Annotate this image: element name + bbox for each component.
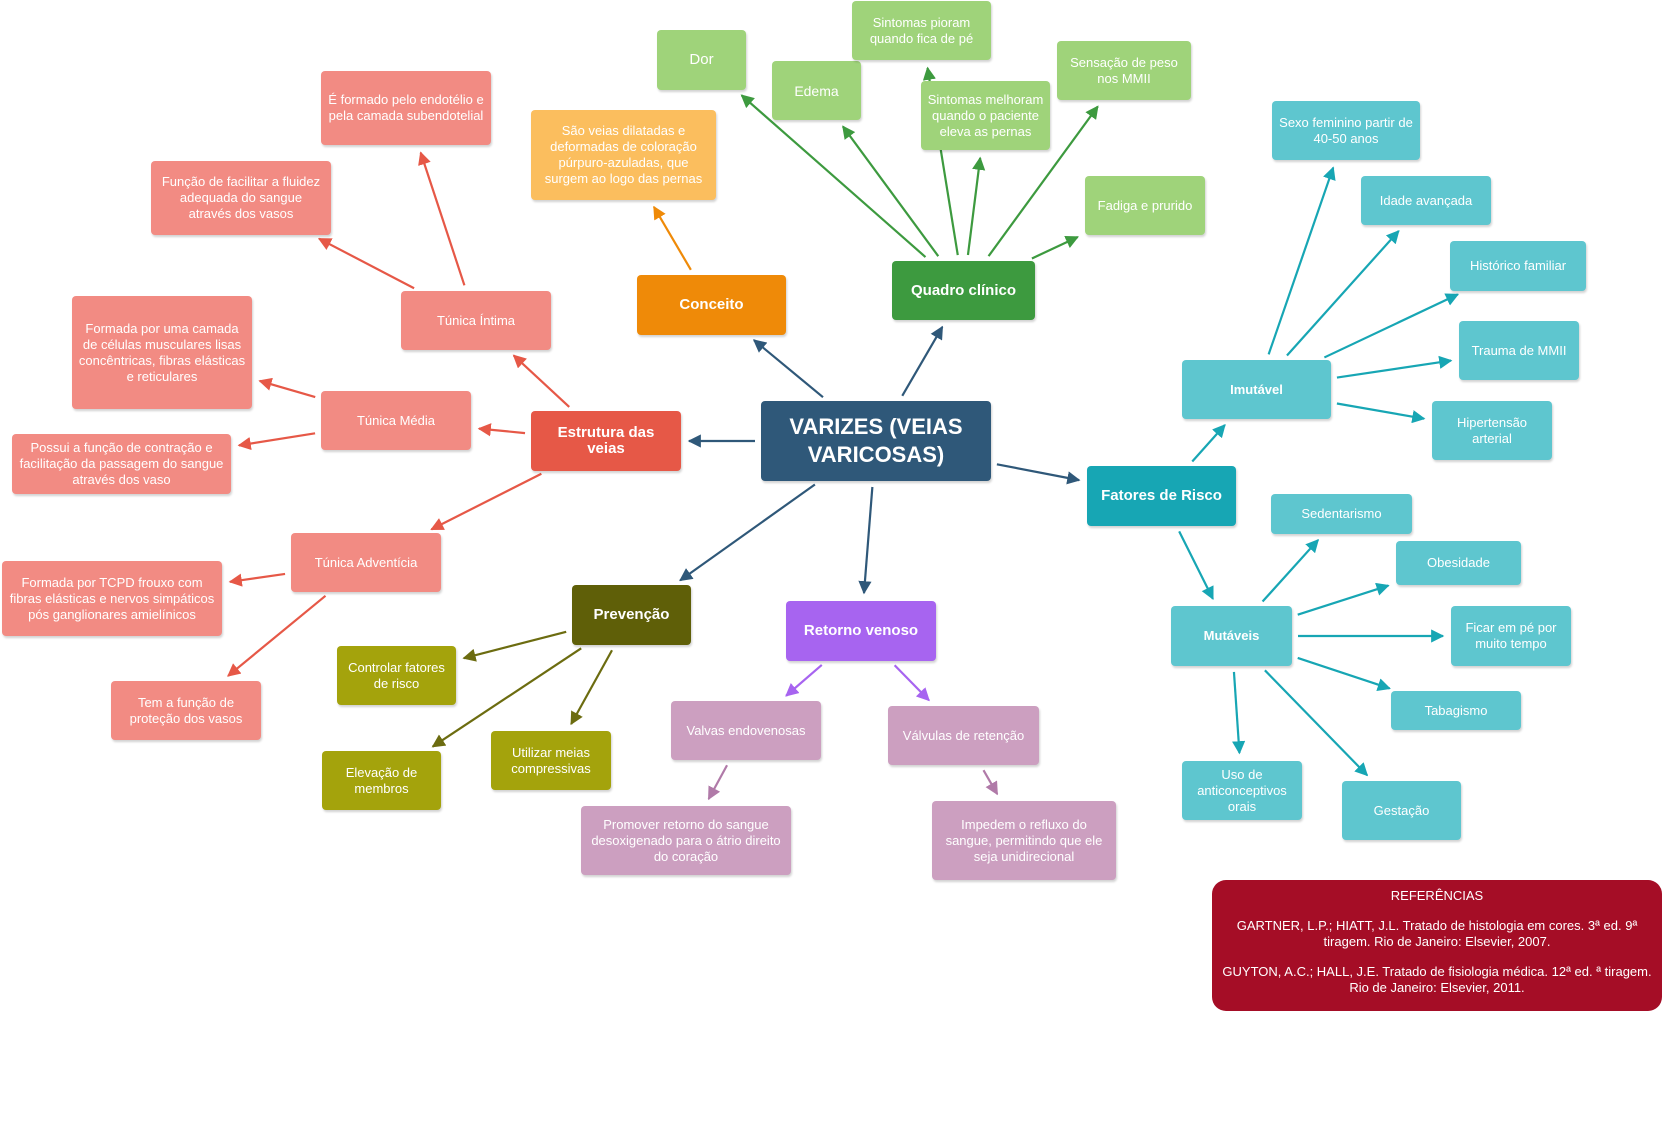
- arrow-mutaveis-item: [1261, 538, 1319, 603]
- arrow-center-prevencao: [679, 483, 816, 582]
- reference-item: GARTNER, L.P.; HIATT, J.L. Tratado de hi…: [1236, 918, 1638, 949]
- arrow-estrutura-adventicia: [430, 472, 542, 531]
- references-title: REFERÊNCIAS: [1390, 888, 1484, 903]
- arrow-imutavel-item: [1336, 355, 1453, 379]
- retorno-valvulas-de-retencao[interactable]: Válvulas de retenção: [888, 706, 1039, 765]
- arrow-retorno-valvas: [785, 664, 823, 697]
- arrow-quadro-item: [740, 94, 927, 258]
- arrow-imutavel-item: [1323, 293, 1460, 359]
- mutaveis-item-gestacao[interactable]: Gestação: [1342, 781, 1461, 840]
- quadro-item-dor[interactable]: Dor: [657, 30, 746, 90]
- arrow-retorno-valvulas: [893, 664, 930, 702]
- intima-description-2[interactable]: Função de facilitar a fluidez adequada d…: [151, 161, 331, 235]
- retorno-valvas-endovenosas[interactable]: Valvas endovenosas: [671, 701, 821, 760]
- imutavel-item-historico[interactable]: Histórico familiar: [1450, 241, 1586, 291]
- valvulas-description[interactable]: Impedem o refluxo do sangue, permitindo …: [932, 801, 1116, 880]
- arrow-intima-description: [317, 237, 415, 290]
- valvas-description[interactable]: Promover retorno do sangue desoxigenado …: [581, 806, 791, 875]
- media-description-2[interactable]: Possui a função de contração e facilitaç…: [12, 434, 231, 494]
- mutaveis-item-sedentarismo[interactable]: Sedentarismo: [1271, 494, 1412, 534]
- branch-prevencao[interactable]: Prevenção: [572, 585, 691, 645]
- reference-item: GUYTON, A.C.; HALL, J.E. Tratado de fisi…: [1222, 964, 1652, 995]
- imutavel-item-hipertensao[interactable]: Hipertensão arterial: [1432, 401, 1552, 460]
- arrow-mutaveis-item: [1297, 656, 1391, 692]
- quadro-item-pioram[interactable]: Sintomas pioram quando fica de pé: [852, 1, 991, 60]
- branch-retorno-venoso[interactable]: Retorno venoso: [786, 601, 936, 661]
- fatores-imutavel[interactable]: Imutável: [1182, 360, 1331, 419]
- arrow-valvas-description: [707, 764, 729, 801]
- arrow-media-description: [237, 432, 316, 451]
- branch-quadro-clinico[interactable]: Quadro clínico: [892, 261, 1035, 320]
- arrow-mutaveis-item: [1297, 582, 1390, 616]
- imutavel-item-idade[interactable]: Idade avançada: [1361, 176, 1491, 225]
- references-box: REFERÊNCIAS GARTNER, L.P.; HIATT, J.L. T…: [1212, 880, 1662, 1011]
- arrow-center-retorno: [858, 486, 874, 595]
- arrow-prevencao-item: [462, 630, 567, 662]
- adventicia-description-2[interactable]: Tem a função de proteção dos vasos: [111, 681, 261, 740]
- mutaveis-item-ficar-em-pe[interactable]: Ficar em pé por muito tempo: [1451, 606, 1571, 666]
- branch-fatores-de-risco[interactable]: Fatores de Risco: [1087, 466, 1236, 526]
- arrow-mutaveis-item: [1264, 669, 1369, 777]
- arrow-estrutura-intima: [512, 354, 570, 408]
- fatores-mutaveis[interactable]: Mutáveis: [1171, 606, 1292, 666]
- estrutura-tunica-media[interactable]: Túnica Média: [321, 391, 471, 450]
- central-topic[interactable]: VARIZES (VEIAS VARICOSAS): [761, 401, 991, 481]
- arrow-fatores-mutaveis: [1178, 530, 1214, 601]
- arrow-quadro-item: [987, 105, 1099, 257]
- arrow-imutavel-item: [1336, 402, 1426, 424]
- estrutura-tunica-adventicia[interactable]: Túnica Adventícia: [291, 533, 441, 592]
- arrow-imutavel-item: [1286, 229, 1400, 357]
- prevencao-item-elevacao[interactable]: Elevação de membros: [322, 751, 441, 810]
- arrow-prevencao-item: [570, 649, 613, 726]
- arrow-media-description: [258, 377, 316, 399]
- arrow-center-fatores: [996, 463, 1081, 485]
- arrow-fatores-imutavel: [1191, 423, 1226, 463]
- mutaveis-item-anticonceptivos[interactable]: Uso de anticonceptivos orais: [1182, 761, 1302, 820]
- arrow-intima-description: [418, 151, 466, 286]
- arrow-adventicia-description: [227, 594, 327, 677]
- branch-conceito[interactable]: Conceito: [637, 275, 786, 335]
- mutaveis-item-obesidade[interactable]: Obesidade: [1396, 541, 1521, 585]
- branch-estrutura-das-veias[interactable]: Estrutura das veias: [531, 411, 681, 471]
- imutavel-item-trauma[interactable]: Trauma de MMII: [1459, 321, 1579, 380]
- quadro-item-peso[interactable]: Sensação de peso nos MMII: [1057, 41, 1191, 100]
- mutaveis-item-tabagismo[interactable]: Tabagismo: [1391, 691, 1521, 730]
- imutavel-item-sexo[interactable]: Sexo feminino partir de 40-50 anos: [1272, 101, 1420, 160]
- conceito-definition[interactable]: São veias dilatadas e deformadas de colo…: [531, 110, 716, 200]
- arrow-prevencao-item: [431, 647, 582, 748]
- prevencao-item-controlar[interactable]: Controlar fatores de risco: [337, 646, 456, 705]
- arrow-quadro-item: [842, 125, 940, 257]
- arrow-center-conceito: [752, 339, 824, 399]
- arrow-adventicia-description: [228, 572, 286, 587]
- adventicia-description-1[interactable]: Formada por TCPD frouxo com fibras elást…: [2, 561, 222, 636]
- intima-description-1[interactable]: É formado pelo endotélio e pela camada s…: [321, 71, 491, 145]
- media-description-1[interactable]: Formada por uma camada de células muscul…: [72, 296, 252, 409]
- quadro-item-fadiga[interactable]: Fadiga e prurido: [1085, 176, 1205, 235]
- arrow-mutaveis-item: [1232, 671, 1246, 755]
- quadro-item-edema[interactable]: Edema: [772, 61, 861, 120]
- arrow-quadro-item: [1031, 235, 1079, 260]
- estrutura-tunica-intima[interactable]: Túnica Íntima: [401, 291, 551, 350]
- arrow-center-quadro: [901, 325, 944, 397]
- arrow-conceito-definition: [652, 205, 692, 271]
- arrow-quadro-item: [966, 156, 986, 256]
- arrow-valvulas-description: [982, 769, 999, 796]
- arrow-imutavel-item: [1267, 166, 1336, 355]
- arrow-estrutura-media: [477, 423, 526, 437]
- prevencao-item-meias[interactable]: Utilizar meias compressivas: [491, 731, 611, 790]
- quadro-item-melhoram[interactable]: Sintomas melhoram quando o paciente elev…: [921, 81, 1050, 150]
